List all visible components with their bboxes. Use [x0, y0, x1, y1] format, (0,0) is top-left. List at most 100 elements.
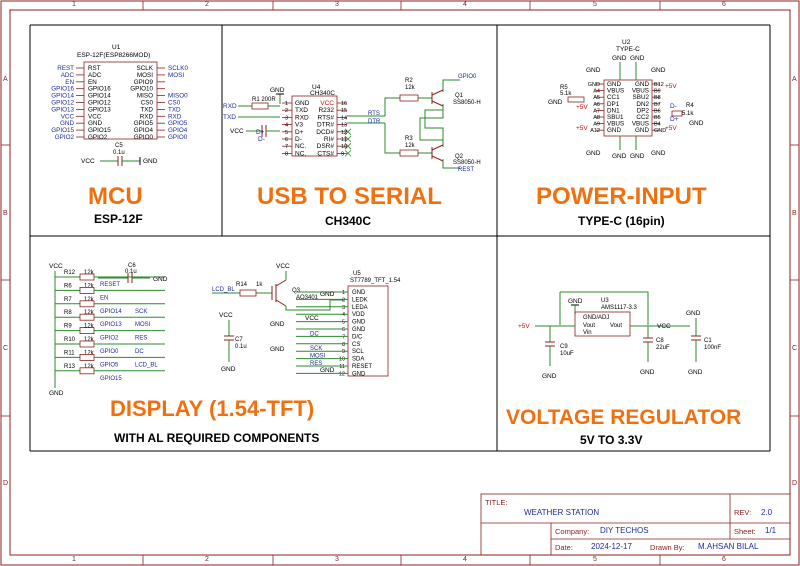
display-subtitle: WITH AL REQUIRED COMPONENTS — [114, 431, 320, 445]
display-vcc: VCC — [49, 263, 63, 270]
u5-pin: LEDA — [352, 305, 368, 311]
u5-net: MOSI — [310, 354, 326, 360]
u2-gnd-1: GND — [586, 67, 601, 74]
q3-symbol — [271, 279, 287, 307]
u5-pin: RESET — [352, 364, 372, 370]
u5-pin: LEDK — [352, 297, 368, 303]
display-res-ref: R11 — [64, 350, 75, 356]
display-res-net: GPIO15 — [100, 376, 122, 382]
tb-title-label: TITLE: — [485, 498, 508, 507]
u1-net-left: REST — [57, 65, 74, 72]
u4-gnd-label: GND — [270, 87, 285, 94]
u1-net-left: GPIO15 — [51, 127, 74, 134]
u2-sig-right: VBUS — [632, 88, 649, 95]
display-res-value: 12k — [84, 297, 95, 303]
u1-body — [83, 61, 158, 140]
u4-pin-left: NC. — [295, 143, 306, 150]
lcd-bl-net: LCD_BL — [212, 287, 235, 293]
u1-net-right: GPIO5 — [168, 120, 188, 127]
u3-pin-vout: Vout — [583, 323, 595, 329]
u4-part: CH340C — [310, 90, 335, 97]
u2-5v-right-2: +5V — [665, 125, 677, 132]
u1-pin-left: RST — [88, 65, 101, 72]
u4-pin-num-left: 4 — [285, 123, 288, 129]
r1-label: R1 200R — [252, 97, 276, 103]
row-d-right: D — [792, 480, 798, 487]
row-b: B — [3, 210, 8, 217]
u4-pin-num-left: 7 — [285, 144, 288, 150]
u2-dplus-net: D+ — [670, 116, 679, 123]
u4-pin-left: GND — [295, 100, 310, 107]
u2-gnd-8: GND — [651, 150, 666, 157]
column-3: 3 — [335, 1, 339, 8]
u3-part: AMS1117-3.3 — [601, 305, 637, 311]
u1-pin-left: GPIO12 — [88, 100, 111, 107]
u5-pin: VDD — [352, 312, 365, 318]
u2-pin-right: GND — [654, 128, 666, 134]
c9-ref: C9 — [560, 344, 568, 350]
u2-ref: U2 — [622, 39, 631, 46]
display-res-ref: R13 — [64, 364, 76, 370]
display-res-ref: R9 — [64, 324, 72, 330]
u1-pin-right: RXD — [140, 113, 154, 120]
u2-top-gnd: GND GND GND GND — [586, 55, 666, 80]
u4-pin-num-left: 1 — [285, 101, 288, 107]
u2-sig-left: GND — [607, 81, 621, 88]
u4-nc-mark — [344, 142, 352, 150]
u2-pin-right: B8 — [654, 95, 661, 101]
usb-subtitle: CH340C — [325, 214, 372, 228]
display-res-value: 12k — [84, 283, 95, 289]
tft-gnd-3: GND — [320, 367, 335, 374]
u4-pin-left: RXD — [295, 114, 309, 121]
q3-vcc: VCC — [276, 263, 290, 270]
u1-pin-left: GND — [88, 120, 102, 127]
display-res-net: GPIO14 — [100, 309, 122, 315]
display-res-ref: R7 — [64, 297, 72, 303]
u5-pin-num: 5 — [342, 320, 345, 326]
c9-value: 10uF — [560, 351, 574, 357]
u2-pin-right: B5 — [654, 115, 661, 121]
u2-left-labels: GNDGNDVBUSA4CC1A5DP1A6DN1A7SBU1A8VBUSA9G… — [588, 81, 624, 134]
u4-pin-right: DTR# — [317, 122, 334, 129]
display-res-out: MOSI — [135, 322, 151, 328]
u2-pin-left: A5 — [593, 95, 600, 101]
u1-pin-right: GPIO0 — [134, 134, 154, 141]
display-res-value: 12k — [84, 310, 95, 316]
tb-rev-label: REV: — [734, 508, 752, 517]
u2-part: TYPE-C — [616, 46, 640, 53]
display-res-body — [79, 327, 95, 335]
display-res-net: EN — [100, 295, 108, 301]
display-res-net: GPIO13 — [100, 322, 122, 328]
regulator-section: GND U3 AMS1117-3.3 GND/ADJ Vout Vin Vout… — [518, 291, 721, 380]
row-c-right: C — [792, 345, 798, 352]
u2-5v-left-2: +5V — [576, 125, 588, 132]
u4-pin-num-left: 8 — [285, 151, 288, 157]
u1-pin-right: MOSI — [137, 72, 153, 79]
u1-pin-left: GPIO2 — [88, 134, 108, 141]
column-2-bottom: 2 — [205, 556, 209, 563]
display-res-value: 12k — [84, 350, 95, 356]
c8-gnd: GND — [640, 369, 655, 376]
r14-ref: R14 — [236, 282, 248, 288]
row-a: A — [3, 76, 8, 83]
display-res-ref: R6 — [64, 283, 72, 289]
regulator-subtitle: 5V TO 3.3V — [580, 433, 643, 447]
c7-value: 0.1u — [235, 344, 247, 350]
u1-net-right: RXD — [168, 113, 182, 120]
u2-sig-left: DP1 — [607, 101, 620, 108]
u4-body — [291, 95, 338, 157]
u5-pin: SDA — [352, 357, 364, 363]
tft-gnd-4: GND — [320, 291, 335, 298]
display-title: DISPLAY (1.54-TFT) — [110, 396, 315, 421]
column-2: 2 — [205, 1, 209, 8]
display-res-net: GPIO2 — [100, 336, 119, 342]
u1-net-left: ADC — [61, 72, 75, 79]
u2-pins — [596, 83, 660, 131]
u2-sig-left: VBUS — [607, 121, 624, 128]
u4-pin-right: DSR# — [317, 143, 335, 150]
u2-sig-left: CC1 — [607, 94, 620, 101]
u2-gnd-2: GND — [612, 55, 627, 62]
u2-sig-left: DN1 — [607, 107, 620, 114]
